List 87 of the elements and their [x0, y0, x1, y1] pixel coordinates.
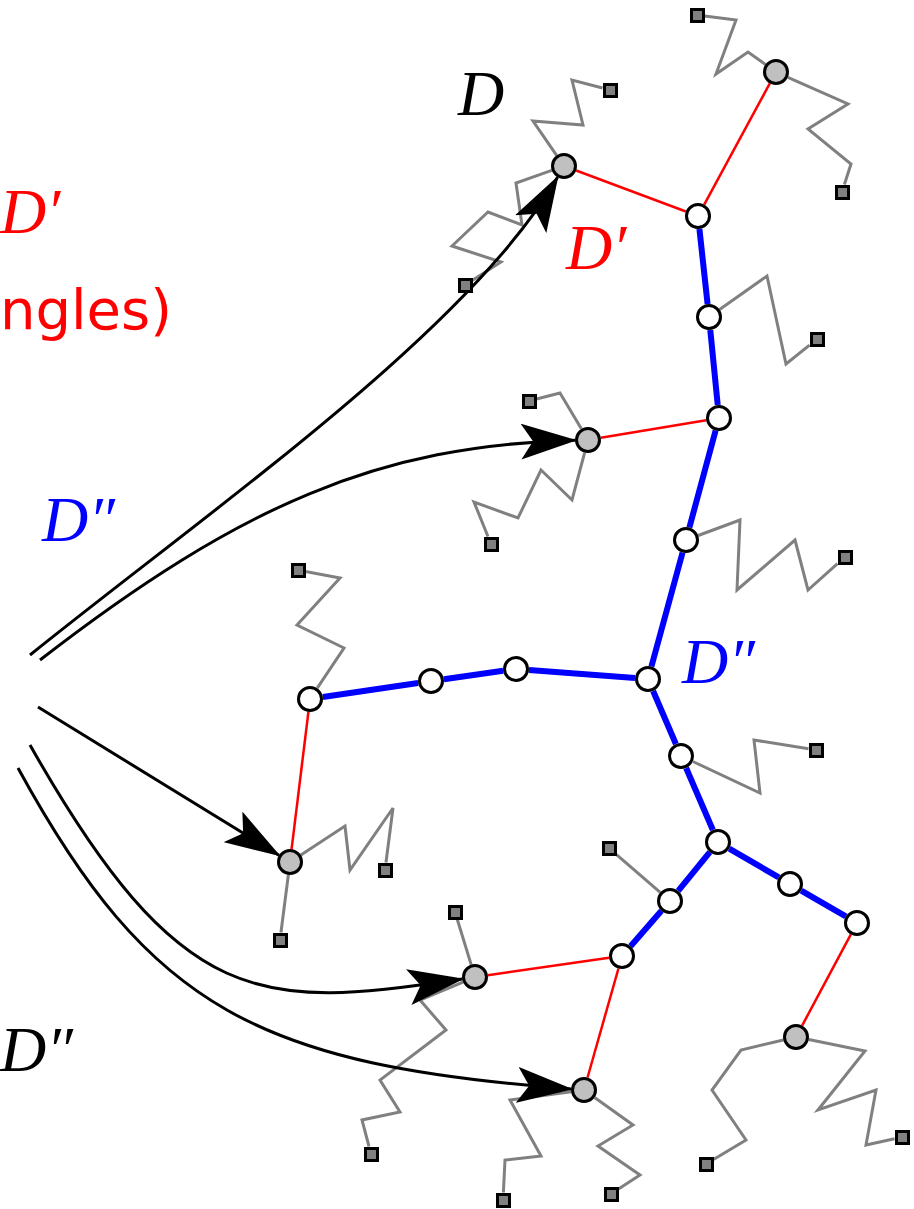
terminal-square: [689, 7, 705, 23]
zigzag-line: [808, 1038, 895, 1147]
edge-line: [801, 933, 852, 1027]
vertex-circle: [297, 686, 323, 712]
terminal-square: [377, 862, 393, 878]
terminal-square: [290, 562, 306, 578]
terminal-square: [837, 549, 853, 565]
vertex-circle: [277, 849, 303, 875]
zigzag-line: [294, 569, 347, 689]
vertex-circle: [571, 1077, 597, 1103]
vertex-circle: [696, 304, 722, 330]
edge-line: [628, 908, 664, 949]
math-label: D′: [566, 216, 627, 280]
arrow: [37, 705, 281, 857]
vertex-circle: [418, 668, 444, 694]
zigzag-line: [529, 77, 603, 157]
math-label: D″: [682, 630, 755, 694]
zigzag-line: [300, 806, 395, 875]
edge-line: [487, 956, 610, 977]
terminal-square: [808, 742, 824, 758]
edge-line: [648, 551, 686, 668]
terminal-square: [834, 184, 850, 200]
arrow: [28, 744, 465, 1005]
zigzag-line: [704, 14, 767, 78]
vertex-circle: [673, 527, 699, 553]
terminal-square: [521, 393, 537, 409]
terminal-square: [603, 1186, 619, 1202]
terminal-square: [894, 1129, 910, 1145]
edge-line: [683, 766, 716, 832]
terminal-square: [698, 1156, 714, 1172]
zigzag-line: [449, 168, 553, 282]
terminal-square: [447, 904, 463, 920]
edge-line: [600, 418, 707, 440]
zigzag-line: [536, 391, 583, 430]
terminal-square: [457, 277, 473, 293]
edge-line: [799, 887, 848, 920]
edge-line: [528, 667, 636, 681]
zigzag-line: [787, 75, 853, 185]
zigzag-line: [692, 738, 809, 796]
terminal-square: [363, 1146, 379, 1162]
terminal-square: [601, 840, 617, 856]
zigzag-line: [718, 273, 811, 367]
edge-line: [675, 850, 713, 893]
edge-line: [443, 667, 504, 683]
edge-line: [707, 329, 721, 406]
vertex-circle: [706, 405, 732, 431]
edge-line: [455, 919, 473, 965]
arrow: [29, 175, 559, 657]
math-label: D″: [42, 488, 115, 552]
vertex-circle: [575, 427, 601, 453]
zigzag-line: [471, 452, 587, 538]
vertex-circle: [844, 910, 870, 936]
zigzag-line: [593, 1096, 643, 1191]
vertex-circle: [503, 656, 529, 682]
edge-line: [696, 228, 711, 305]
edge-line: [279, 874, 290, 933]
vertex-circle: [609, 943, 635, 969]
terminal-square: [809, 331, 825, 347]
zigzag-line: [360, 980, 464, 1147]
edge-line: [575, 169, 687, 213]
zigzag-line: [697, 517, 839, 594]
vertex-circle: [657, 888, 683, 914]
zigzag-line: [501, 1090, 572, 1193]
edge-line: [586, 968, 620, 1078]
edge-line: [703, 82, 771, 206]
edge-line: [615, 853, 662, 894]
zigzag-line: [710, 1038, 784, 1161]
terminal-square: [483, 536, 499, 552]
edge-line: [727, 845, 781, 881]
vertex-circle: [685, 203, 711, 229]
vertex-circle: [551, 153, 577, 179]
vertex-circle: [705, 829, 731, 855]
vertex-circle: [777, 871, 803, 897]
edge-line: [290, 711, 310, 850]
vertex-circle: [635, 666, 661, 692]
terminal-square: [272, 932, 288, 948]
edge-line: [686, 429, 719, 529]
vertex-circle: [668, 743, 694, 769]
math-label: D: [458, 62, 505, 126]
vertex-circle: [462, 964, 488, 990]
terminal-square: [495, 1192, 511, 1208]
arrow: [39, 425, 577, 662]
vertex-circle: [763, 59, 789, 85]
edge-line: [650, 689, 679, 746]
edge-line: [322, 679, 419, 701]
vertex-circle: [783, 1024, 809, 1050]
terminal-square: [602, 82, 618, 98]
